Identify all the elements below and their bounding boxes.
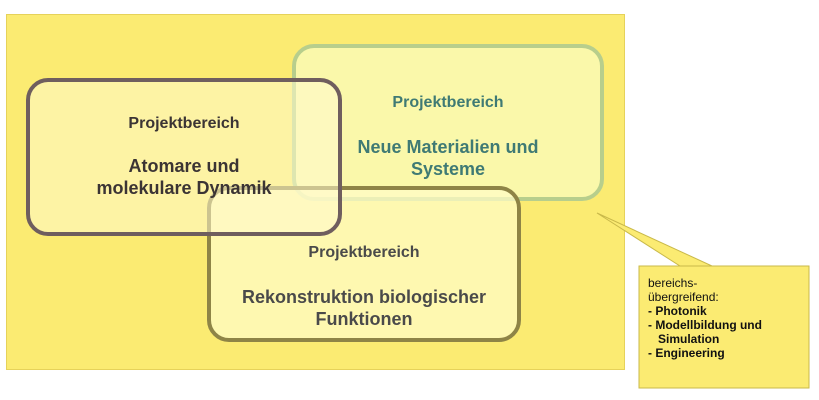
callout-line2: übergreifend: [648, 290, 719, 304]
box-atomare-dynamik: Projektbereich Atomare und molekulare Dy… [26, 78, 342, 236]
callout-item: - Modellbildung und Simulation [648, 318, 762, 346]
callout-text: bereichs- übergreifend: - Photonik - Mod… [648, 276, 808, 360]
box-atom-label: Projektbereich [128, 115, 240, 132]
callout-line1: bereichs- [648, 276, 698, 290]
box-neue-label: Projektbereich [392, 94, 504, 111]
box-rekon-label: Projektbereich [308, 244, 420, 261]
callout-bubble [596, 212, 810, 389]
callout-list: - Photonik - Modellbildung und Simulatio… [648, 304, 808, 360]
box-rekon-title: Rekonstruktion biologischer Funktionen [241, 287, 487, 329]
callout-item: - Photonik [648, 304, 707, 318]
box-rekonstruktion: Projektbereich Rekonstruktion biologisch… [207, 186, 521, 342]
callout-item: - Engineering [648, 346, 725, 360]
box-neue-title: Neue Materialien und Systeme [357, 137, 539, 179]
box-atom-title: Atomare und molekulare Dynamik [96, 156, 272, 198]
